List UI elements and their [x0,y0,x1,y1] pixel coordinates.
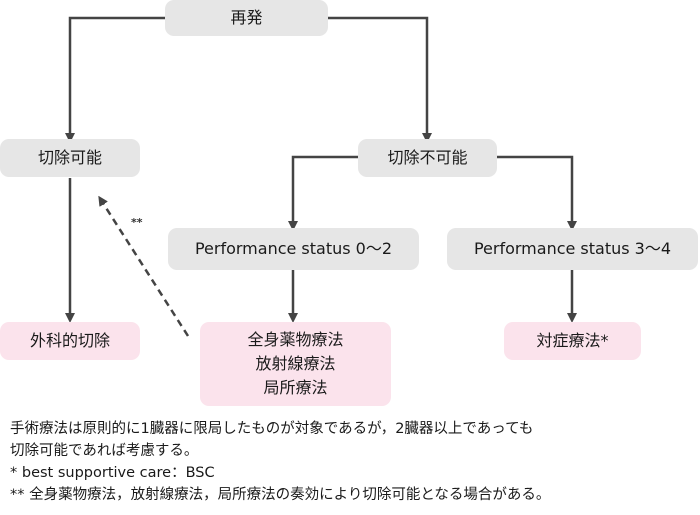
footnote-bsc: * best supportive care：BSC [10,465,215,481]
notes-section: 手術療法は原則的に1臓器に限局したものが対象であるが，2臓器以上であっても 切除… [10,418,700,506]
node-treatments: 全身薬物療法 放射線療法 局所療法 [200,322,391,406]
note-line-2: 切除可能であれば考慮する。 [10,443,199,459]
connector-unresectable-ps-high [497,155,577,231]
node-ps-low: Performance status 0〜2 [168,228,419,270]
treatment-flowchart: ** 再発 切除可能 切除不可能 Performance status 0〜2 … [0,0,698,406]
treatment-radiation: 放射線療法 [255,354,336,373]
connector-recurrence-unresectable [328,16,432,143]
footnote-dashed: ** 全身薬物療法，放射線療法，局所療法の奏効により切除可能となる場合がある。 [10,487,551,503]
connector-dashed-treatments-resectable [98,195,190,337]
node-unresectable: 切除不可能 [358,139,497,177]
node-resectable: 切除可能 [0,139,140,177]
flow-connectors [65,16,577,337]
node-symptomatic: 対症療法* [504,322,641,360]
treatment-systemic: 全身薬物療法 [247,330,344,349]
treatment-local: 局所療法 [263,378,328,397]
node-ps-high: Performance status 3〜4 [447,228,698,270]
node-recurrence: 再発 [165,0,328,36]
connector-unresectable-ps-low [288,155,358,231]
connector-recurrence-resectable [65,16,165,143]
dashed-arrow-marker: ** [131,216,143,229]
node-surgery: 外科的切除 [0,322,140,360]
note-line-1: 手術療法は原則的に1臓器に限局したものが対象であるが，2臓器以上であっても [10,421,534,437]
